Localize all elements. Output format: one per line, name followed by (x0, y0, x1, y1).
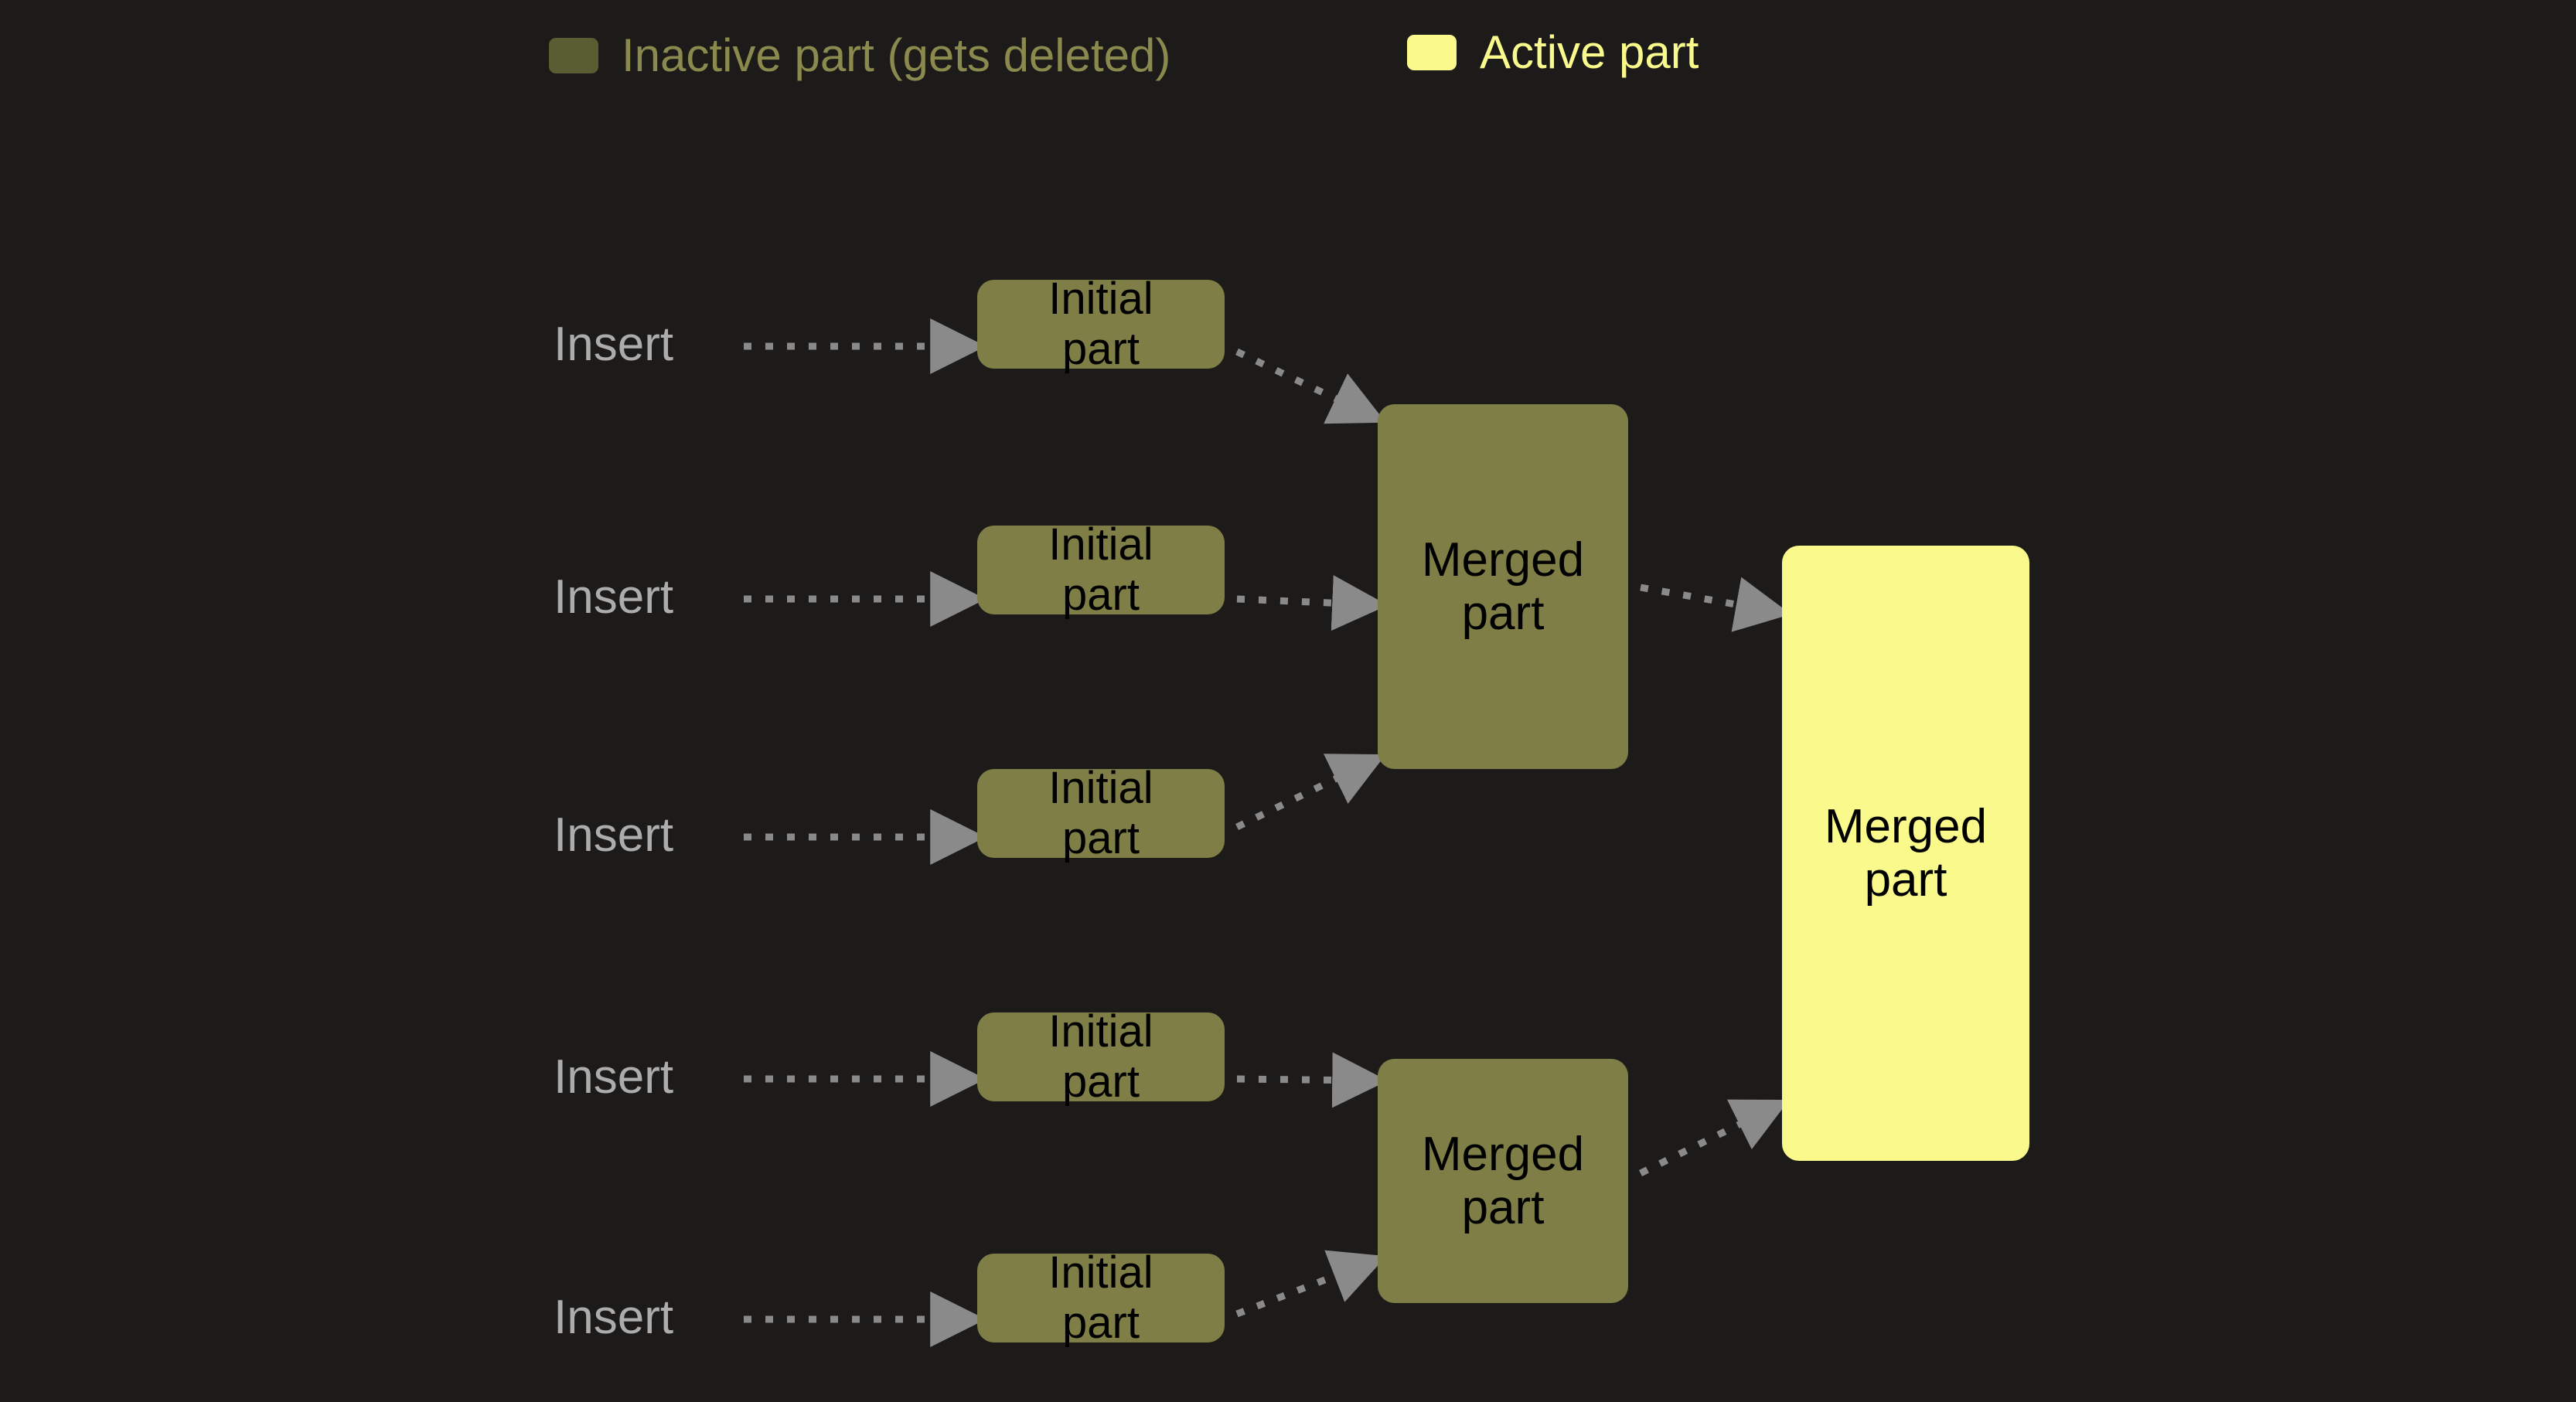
arrow-initial-4-to-merged-2 (1236, 1052, 1389, 1108)
node-label: Initial part (1048, 1247, 1153, 1348)
legend-item-active: Active part (1407, 29, 1699, 76)
node-label: Merged part (1421, 533, 1585, 640)
node-merged-part-2[interactable]: Merged part (1378, 1059, 1628, 1303)
node-initial-part-3[interactable]: Initial part (977, 763, 1225, 863)
arrow-initial-2-to-merged-1 (1236, 575, 1389, 631)
legend-swatch-inactive-icon (549, 38, 598, 73)
node-initial-part-1[interactable]: Initial part (977, 274, 1225, 373)
insert-label-3: Insert (554, 808, 674, 862)
node-label: Initial part (1048, 519, 1153, 620)
legend-label-inactive: Inactive part (gets deleted) (622, 29, 1171, 81)
legend-item-inactive: Inactive part (gets deleted) (549, 32, 1170, 79)
legend-label-active: Active part (1480, 26, 1699, 78)
arrow-initial-1-to-merged-1 (1235, 348, 1386, 424)
node-label: Initial part (1048, 1006, 1153, 1107)
insert-label-5: Insert (554, 1291, 674, 1344)
insert-label-4: Insert (554, 1050, 674, 1104)
insert-label-2: Insert (554, 570, 674, 624)
node-merged-part-final[interactable]: Merged part (1782, 546, 2029, 1161)
insert-label-1: Insert (554, 318, 674, 371)
node-label: Initial part (1048, 762, 1153, 863)
node-initial-part-4[interactable]: Initial part (977, 1006, 1225, 1106)
arrow-merged-1-to-final (1640, 577, 1791, 632)
arrow-initial-5-to-merged-2 (1235, 1250, 1387, 1318)
arrow-merged-2-to-final (1639, 1099, 1790, 1177)
node-label: Initial part (1048, 273, 1153, 374)
legend-swatch-active-icon (1407, 35, 1457, 70)
node-merged-part-1[interactable]: Merged part (1378, 404, 1628, 769)
node-label: Merged part (1824, 799, 1988, 907)
node-label: Merged part (1421, 1127, 1585, 1234)
node-initial-part-5[interactable]: Initial part (977, 1247, 1225, 1347)
node-initial-part-2[interactable]: Initial part (977, 519, 1225, 619)
legend: Inactive part (gets deleted) Active part (0, 0, 2576, 93)
arrow-initial-3-to-merged-1 (1235, 754, 1386, 831)
